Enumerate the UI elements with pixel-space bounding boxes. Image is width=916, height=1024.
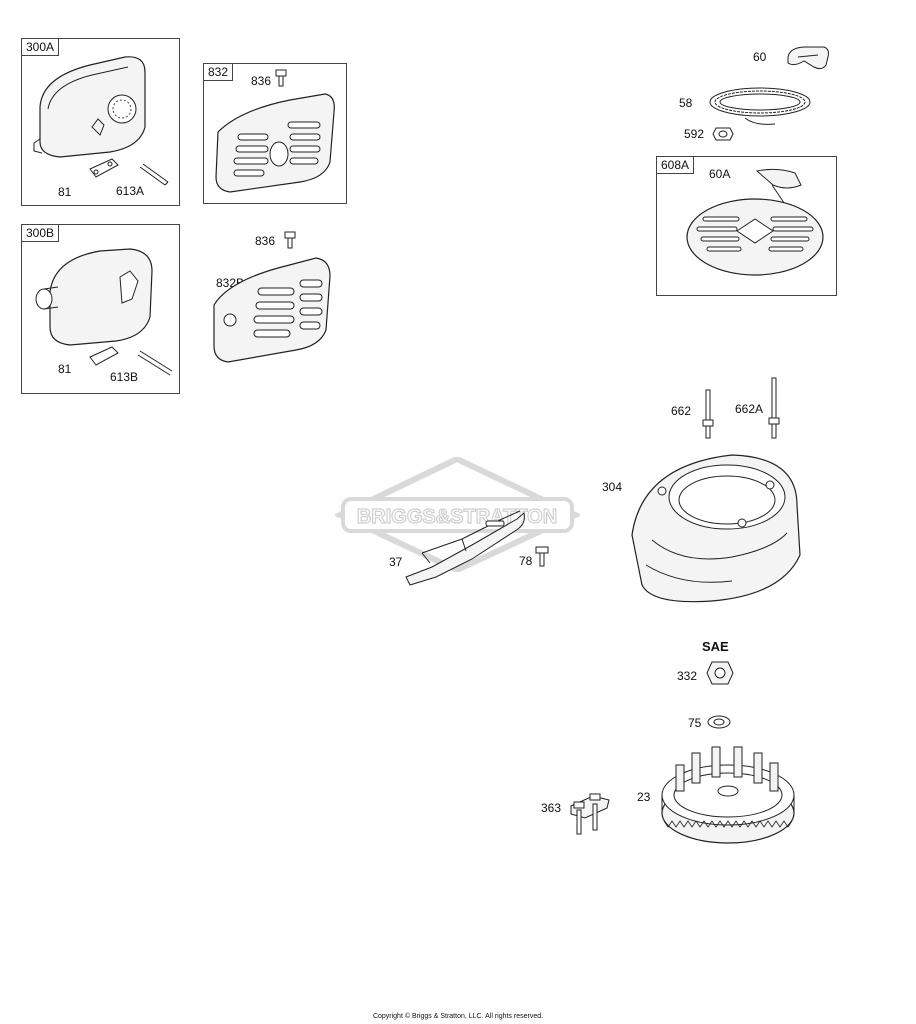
rewind-starter-608a-illustration	[686, 168, 824, 276]
part-box-300b: 300B	[21, 224, 180, 394]
label-836-a: 836	[251, 74, 272, 88]
part-box-300a: 300A	[21, 38, 180, 206]
watermark-text: BRIGGS&STRATTON	[357, 506, 557, 528]
part-box-608a: 608A	[656, 156, 837, 296]
heat-shield-832-illustration	[215, 93, 335, 193]
label-836-b: 836	[255, 234, 276, 248]
label-304: 304	[602, 480, 623, 494]
box-tag-300b: 300B	[22, 225, 60, 242]
part-box-832: 832	[203, 63, 347, 204]
starter-rope-58-illustration	[709, 87, 811, 125]
stud-662a-illustration	[768, 377, 780, 439]
baffle-37-illustration	[405, 510, 525, 586]
bracket-363-illustration	[570, 793, 610, 835]
muffler-300a-illustration	[33, 56, 169, 186]
label-662a: 662A	[735, 402, 764, 416]
bolt-836-a-illustration	[275, 69, 287, 87]
label-613a: 613A	[116, 184, 145, 198]
bolt-836-b-illustration	[284, 231, 296, 249]
label-332: 332	[677, 669, 698, 683]
muffler-300b-illustration	[35, 248, 173, 376]
label-81-a: 81	[58, 185, 72, 199]
label-60a: 60A	[709, 167, 731, 181]
label-60: 60	[753, 50, 767, 64]
nut-592-illustration	[712, 127, 734, 141]
label-75: 75	[688, 716, 702, 730]
box-tag-832: 832	[204, 64, 234, 81]
label-23: 23	[637, 790, 651, 804]
flywheel-23-illustration	[661, 746, 795, 844]
label-613b: 613B	[110, 370, 139, 384]
label-37: 37	[389, 555, 403, 569]
box-tag-608a: 608A	[657, 157, 695, 174]
label-58: 58	[679, 96, 693, 110]
copyright-notice: Copyright © Briggs & Stratton, LLC. All …	[372, 1013, 544, 1020]
label-363: 363	[541, 801, 562, 815]
screw-78-illustration	[535, 546, 549, 567]
label-662: 662	[671, 404, 692, 418]
blower-housing-304-illustration	[631, 454, 801, 603]
heat-shield-832b-illustration	[213, 257, 331, 363]
washer-75-illustration	[707, 715, 731, 729]
stud-662-illustration	[702, 389, 714, 439]
label-78: 78	[519, 554, 533, 568]
label-81-b: 81	[58, 362, 72, 376]
flywheel-nut-332-illustration	[706, 661, 734, 685]
label-sae: SAE	[702, 639, 729, 654]
box-tag-300a: 300A	[22, 39, 60, 56]
label-592: 592	[684, 127, 705, 141]
starter-handle-60-illustration	[787, 46, 829, 70]
